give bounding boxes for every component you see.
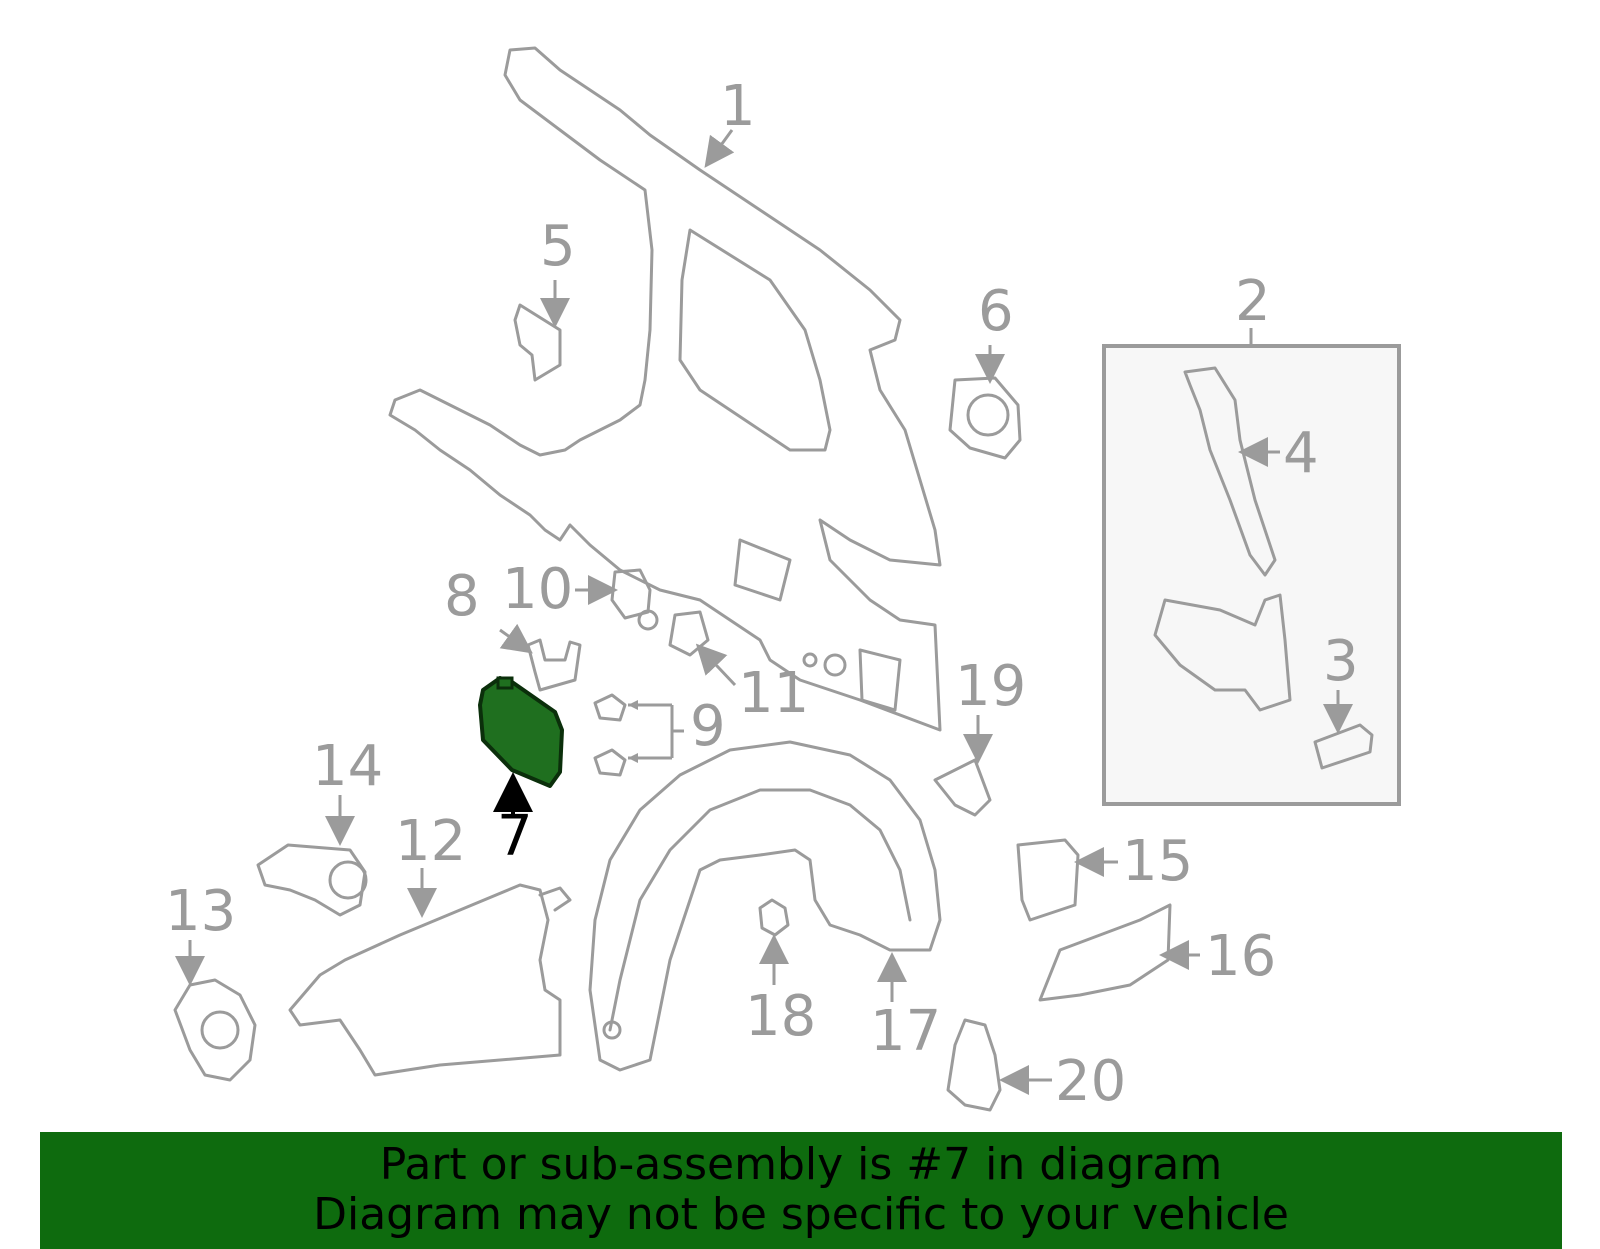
leader-11 xyxy=(695,643,737,687)
part-15-bracket[interactable] xyxy=(1016,838,1080,922)
part-14-fuel-pocket[interactable] xyxy=(256,843,368,917)
part-19-bracket[interactable] xyxy=(933,758,992,817)
callout-8: 8 xyxy=(444,564,480,629)
part-16-reinforcement[interactable] xyxy=(1038,903,1172,1002)
part-20-bracket[interactable] xyxy=(946,1018,1002,1112)
part-12-fuel-tube[interactable] xyxy=(288,883,572,1077)
callout-10: 10 xyxy=(502,557,573,622)
callout-9: 9 xyxy=(690,694,726,759)
callout-11: 11 xyxy=(738,661,809,726)
part-18-clip[interactable] xyxy=(758,898,790,937)
callout-2: 2 xyxy=(1235,269,1271,334)
part-2-assembly-box[interactable] xyxy=(1102,344,1401,806)
part-4-pillar-reinforcement[interactable] xyxy=(1153,366,1292,712)
part-17-wheelhouse-liner[interactable] xyxy=(588,740,942,1072)
callout-12: 12 xyxy=(395,809,466,874)
part-13-housing[interactable] xyxy=(173,978,257,1082)
callout-17: 17 xyxy=(870,999,941,1064)
callout-18: 18 xyxy=(745,984,816,1049)
part-7-fuel-door[interactable] xyxy=(478,676,564,788)
part-9-clips[interactable] xyxy=(593,693,627,777)
banner-line-1: Part or sub-assembly is #7 in diagram xyxy=(379,1139,1223,1190)
callout-20: 20 xyxy=(1055,1049,1126,1114)
part-5-bracket[interactable] xyxy=(513,303,562,382)
part-8-bracket[interactable] xyxy=(526,638,582,692)
callout-15: 15 xyxy=(1122,829,1193,894)
callout-19: 19 xyxy=(955,654,1026,719)
callout-5: 5 xyxy=(540,214,576,279)
leader-1 xyxy=(704,129,735,168)
callout-16: 16 xyxy=(1205,924,1276,989)
callout-13: 13 xyxy=(165,879,236,944)
leader-8 xyxy=(499,623,533,654)
callout-14: 14 xyxy=(312,734,383,799)
part-1-quarter-panel[interactable] xyxy=(388,46,942,732)
callout-6: 6 xyxy=(978,279,1014,344)
callout-3: 3 xyxy=(1323,629,1359,694)
callout-1: 1 xyxy=(720,74,756,139)
info-banner: Part or sub-assembly is #7 in diagram Di… xyxy=(40,1132,1562,1249)
leader-9 xyxy=(628,703,684,760)
part-6-fuel-housing[interactable] xyxy=(948,376,1022,460)
callout-4: 4 xyxy=(1283,421,1319,486)
banner-line-2: Diagram may not be specific to your vehi… xyxy=(313,1189,1289,1240)
